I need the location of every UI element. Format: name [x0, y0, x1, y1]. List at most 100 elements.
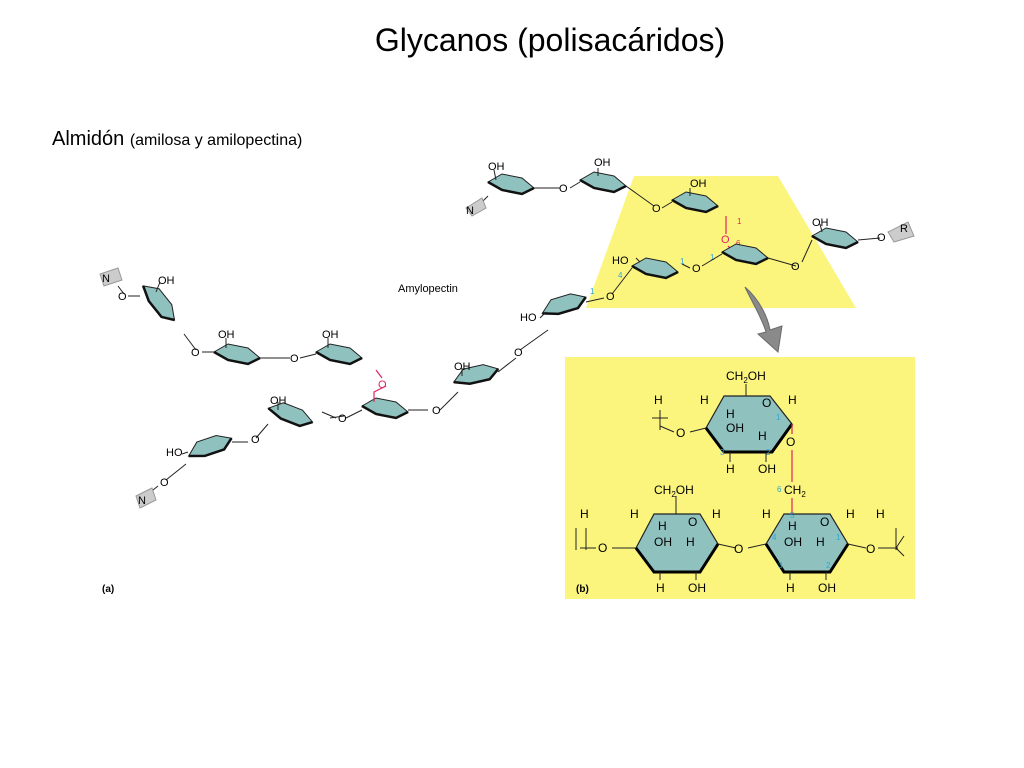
o-label: O: [786, 435, 795, 449]
o-label: O: [559, 183, 568, 195]
oh-label: OH: [594, 157, 611, 169]
o-label: O: [692, 263, 701, 275]
o-label: O: [290, 353, 299, 365]
position-number: 2: [766, 448, 771, 457]
position-number: 1: [776, 413, 781, 422]
position-number: 6: [736, 239, 741, 248]
upper-left-chain: N O OH O OH O OH: [99, 267, 364, 366]
oh-label: OH: [690, 178, 707, 190]
o-label: O: [338, 413, 347, 425]
oh-label: OH: [218, 329, 235, 341]
oh-label: OH: [784, 535, 802, 549]
oh-label: OH: [322, 329, 339, 341]
o-label: O: [877, 232, 886, 244]
slide-title: Glycanos (polisacáridos): [374, 22, 726, 58]
ho-label: HO: [520, 312, 537, 324]
ring-o: O: [688, 515, 697, 529]
glucose-ring: [537, 283, 590, 326]
position-number: 4: [772, 533, 777, 542]
oh-label: OH: [758, 462, 776, 476]
ch2-label: CH2: [784, 483, 806, 499]
panel-a-label: (a): [102, 584, 114, 595]
panel-b-structure: CH2OH O H H OH H H H 1 2 3 H OH O O CH2 …: [575, 369, 905, 595]
o-label: O: [721, 234, 730, 246]
position-number: 3: [778, 561, 783, 570]
position-number: 1: [737, 217, 742, 226]
o-label: O: [598, 541, 607, 555]
h-label: H: [580, 507, 589, 521]
ch2oh-top: CH2OH: [726, 369, 766, 385]
o-label: O: [676, 426, 685, 440]
o-label: O: [791, 261, 800, 273]
main-chain-right: 1 O OH O R O 1 4 HO O 1: [590, 217, 915, 303]
arrow-n-bottom-icon: [135, 487, 157, 509]
ch2oh-bl: CH2OH: [654, 483, 694, 499]
position-number: 4: [618, 271, 623, 280]
h-label: H: [788, 393, 797, 407]
oh-label: OH: [818, 581, 836, 595]
ho-label: HO: [612, 255, 629, 267]
oh-label: OH: [726, 421, 744, 435]
o-label: O: [514, 347, 523, 359]
position-number: 1: [710, 253, 715, 262]
h-label: H: [786, 581, 795, 595]
n-label-top: N: [466, 205, 474, 217]
position-number: 1: [680, 257, 685, 266]
panel-b-label: (b): [576, 584, 589, 595]
h-label: H: [726, 462, 735, 476]
oh-label: OH: [688, 581, 706, 595]
h-label: H: [656, 581, 665, 595]
oh-label: OH: [270, 395, 287, 407]
oh-label: OH: [454, 361, 471, 373]
h-label: H: [876, 507, 885, 521]
n-label-left: N: [102, 273, 110, 285]
n-label-bottom: N: [138, 495, 146, 507]
ho-label: HO: [166, 447, 183, 459]
o-label: O: [191, 347, 200, 359]
h-label: H: [726, 407, 735, 421]
position-number: 1: [590, 287, 595, 296]
r-label: R: [900, 223, 908, 235]
position-number: 5: [790, 511, 795, 520]
o-label: O: [652, 203, 661, 215]
top-chain: N OH O OH O OH 1 O 6: [465, 157, 742, 255]
o-label: O: [734, 542, 743, 556]
h-label: H: [758, 429, 767, 443]
h-label: H: [630, 507, 639, 521]
h-label: H: [762, 507, 771, 521]
glucose-ring: [212, 342, 262, 366]
h-label: H: [654, 393, 663, 407]
lower-left-chain: OH O HO O N: [135, 395, 345, 509]
glucose-ring: [314, 342, 364, 366]
h-label: H: [846, 507, 855, 521]
ring-o: O: [762, 396, 771, 410]
position-number: 1: [836, 533, 841, 542]
arrow-n-left-icon: [99, 267, 123, 287]
o-label: O: [606, 291, 615, 303]
zoom-arrow-icon: [744, 286, 783, 353]
arrow-r-icon: [887, 221, 915, 243]
oh-label: OH: [488, 161, 505, 173]
o-label: O: [378, 379, 387, 391]
amylopectin-label: Amylopectin: [398, 283, 458, 295]
h-label: H: [686, 535, 695, 549]
subtitle-note: (amilosa y amilopectina): [129, 132, 303, 149]
glucose-ring: [810, 226, 860, 250]
glucose-ring: [578, 170, 628, 194]
subtitle-main: Almidón: [52, 128, 125, 150]
slide-subtitle: Almidón (amilosa y amilopectina): [52, 128, 302, 151]
main-chain-left: HO O OH O O O: [321, 283, 605, 425]
h-label: H: [788, 519, 797, 533]
oh-label: OH: [158, 275, 175, 287]
o-label: O: [251, 434, 260, 446]
o-label: O: [866, 542, 875, 556]
o-label: O: [432, 405, 441, 417]
h-label: H: [700, 393, 709, 407]
oh-label: OH: [812, 217, 829, 229]
glucose-ring: [183, 424, 236, 468]
o-label: O: [118, 291, 127, 303]
ring-o: O: [820, 515, 829, 529]
h-label: H: [816, 535, 825, 549]
